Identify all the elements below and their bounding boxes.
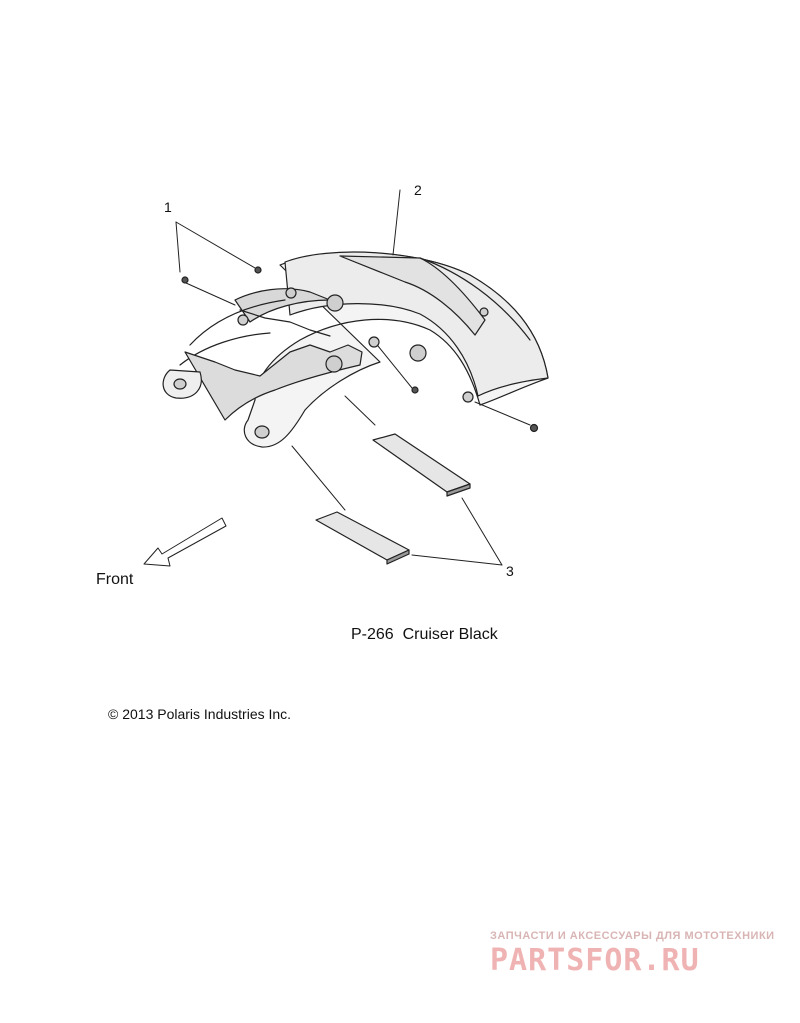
callout-3: 3 [506,563,514,579]
fastener-set-1 [175,221,262,306]
callout-1: 1 [164,199,172,215]
decal-pads [291,395,503,566]
diagram-caption: P-266 Cruiser Black [351,626,498,643]
rear-fender [162,189,549,448]
front-label: Front [96,571,134,588]
watermark-tagline: ЗАПЧАСТИ И АКСЕССУАРЫ ДЛЯ МОТОТЕХНИКИ [490,930,775,942]
nuts [377,345,539,433]
watermark-logo: PARTSFOR.RU [490,943,700,978]
copyright-notice: © 2013 Polaris Industries Inc. [108,706,292,722]
callout-2: 2 [414,182,422,198]
front-arrow-icon [143,517,227,567]
